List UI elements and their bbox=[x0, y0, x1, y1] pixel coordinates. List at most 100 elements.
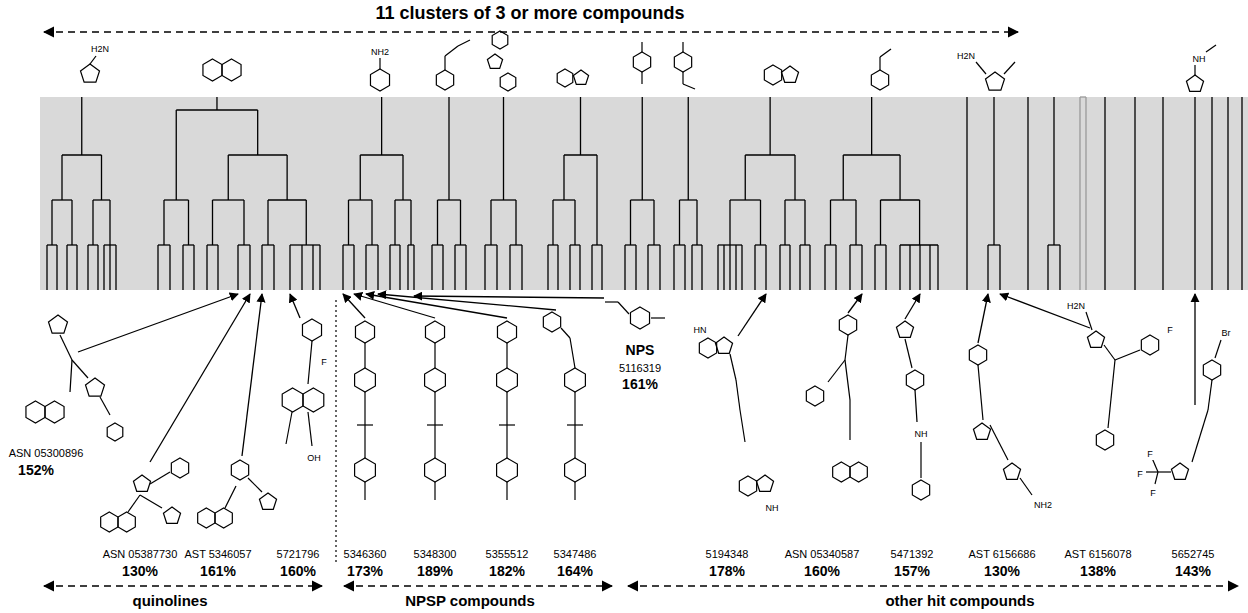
bond bbox=[682, 42, 683, 52]
bond bbox=[434, 343, 435, 368]
bond bbox=[1194, 64, 1195, 75]
label-wrap: NH2 bbox=[1033, 494, 1053, 512]
tree-line bbox=[696, 200, 697, 245]
atom-label: F bbox=[1166, 326, 1174, 336]
ring bbox=[1096, 430, 1113, 450]
activity-value: 182% bbox=[489, 564, 525, 579]
tree-line bbox=[688, 97, 689, 200]
tree-line bbox=[591, 245, 592, 290]
label-wrap: 157% bbox=[894, 562, 930, 580]
activity-value: 161% bbox=[622, 377, 658, 392]
bond bbox=[845, 360, 850, 400]
tree-line bbox=[76, 245, 77, 290]
bond bbox=[364, 343, 365, 368]
ring bbox=[118, 512, 135, 532]
bond bbox=[150, 472, 170, 484]
tree-line bbox=[809, 245, 810, 290]
label-wrap: H2N bbox=[90, 38, 110, 56]
title-wrap: 11 clusters of 3 or more compounds bbox=[375, 4, 684, 24]
ring bbox=[302, 319, 321, 341]
label-wrap: 130% bbox=[122, 562, 158, 580]
bond bbox=[849, 400, 850, 440]
ring bbox=[215, 508, 232, 528]
bond bbox=[506, 482, 507, 500]
label-wrap: F bbox=[1149, 482, 1157, 500]
tree-line bbox=[679, 200, 680, 245]
ring bbox=[906, 370, 923, 390]
bond bbox=[915, 390, 917, 422]
bond bbox=[128, 495, 140, 512]
tree-line bbox=[237, 245, 238, 290]
tree-line bbox=[410, 200, 411, 245]
bond bbox=[140, 495, 162, 508]
tree-line bbox=[673, 245, 674, 290]
compound-name: NPS bbox=[626, 343, 655, 358]
ring bbox=[985, 72, 1004, 90]
tree-line bbox=[835, 245, 836, 290]
ring bbox=[26, 401, 45, 423]
label-wrap: 182% bbox=[489, 562, 525, 580]
bond bbox=[1155, 472, 1158, 484]
label-wrap: 178% bbox=[709, 562, 745, 580]
tree-line bbox=[999, 245, 1000, 290]
compound-id: 5116319 bbox=[619, 362, 661, 374]
bond bbox=[828, 360, 845, 382]
bond bbox=[605, 301, 618, 302]
compound-id: 5346360 bbox=[344, 548, 387, 560]
tree-line bbox=[919, 245, 920, 290]
tree-line bbox=[169, 245, 170, 290]
bond bbox=[845, 335, 848, 360]
tree-line bbox=[257, 110, 258, 155]
label-wrap: 138% bbox=[1080, 562, 1116, 580]
tree-line bbox=[217, 245, 218, 290]
bond bbox=[72, 360, 88, 378]
atom-label: Br bbox=[1221, 329, 1232, 339]
tree-line bbox=[61, 155, 62, 200]
bond bbox=[880, 49, 891, 57]
bond bbox=[567, 424, 583, 425]
label-wrap: quinolines bbox=[133, 592, 208, 610]
tree-line bbox=[448, 97, 449, 200]
tree-line bbox=[1053, 97, 1054, 245]
atom-label: H2N bbox=[1066, 302, 1086, 312]
ring bbox=[80, 64, 99, 82]
tree-line bbox=[157, 245, 158, 290]
bond bbox=[1108, 360, 1115, 428]
tree-line bbox=[66, 245, 67, 290]
activity-value: 130% bbox=[122, 564, 158, 579]
tree-line bbox=[1047, 245, 1048, 290]
tree-line bbox=[601, 245, 602, 290]
label-wrap: 5346360 bbox=[344, 544, 387, 562]
tree-line bbox=[684, 245, 685, 290]
tree-line bbox=[87, 245, 88, 290]
label-wrap: 5348300 bbox=[414, 544, 457, 562]
bond bbox=[1020, 478, 1032, 495]
bond bbox=[225, 486, 236, 508]
label-wrap: 161% bbox=[622, 375, 658, 393]
ring bbox=[355, 368, 376, 392]
compound-id: 5348300 bbox=[414, 548, 457, 560]
ring bbox=[1186, 75, 1203, 91]
atom-label: NH2 bbox=[1033, 501, 1053, 511]
bond bbox=[641, 72, 642, 84]
bond bbox=[308, 412, 312, 446]
bond bbox=[444, 56, 445, 70]
tree-line bbox=[399, 245, 400, 290]
label-wrap: 161% bbox=[200, 562, 236, 580]
ring bbox=[48, 315, 67, 333]
compound-id: 5355512 bbox=[486, 548, 529, 560]
label-wrap: F bbox=[1166, 319, 1174, 337]
ring bbox=[303, 388, 324, 412]
tree-line bbox=[729, 200, 730, 245]
label-wrap: 5116319 bbox=[619, 358, 661, 376]
tree-line bbox=[193, 245, 194, 290]
range-arrow bbox=[344, 585, 612, 587]
tree-line bbox=[115, 245, 116, 290]
tree-line bbox=[381, 97, 382, 155]
bond bbox=[1152, 458, 1158, 472]
compound-id: 5194348 bbox=[706, 548, 749, 560]
tree-line bbox=[371, 200, 372, 245]
tree-line bbox=[1194, 97, 1195, 290]
tree-line bbox=[46, 245, 47, 290]
